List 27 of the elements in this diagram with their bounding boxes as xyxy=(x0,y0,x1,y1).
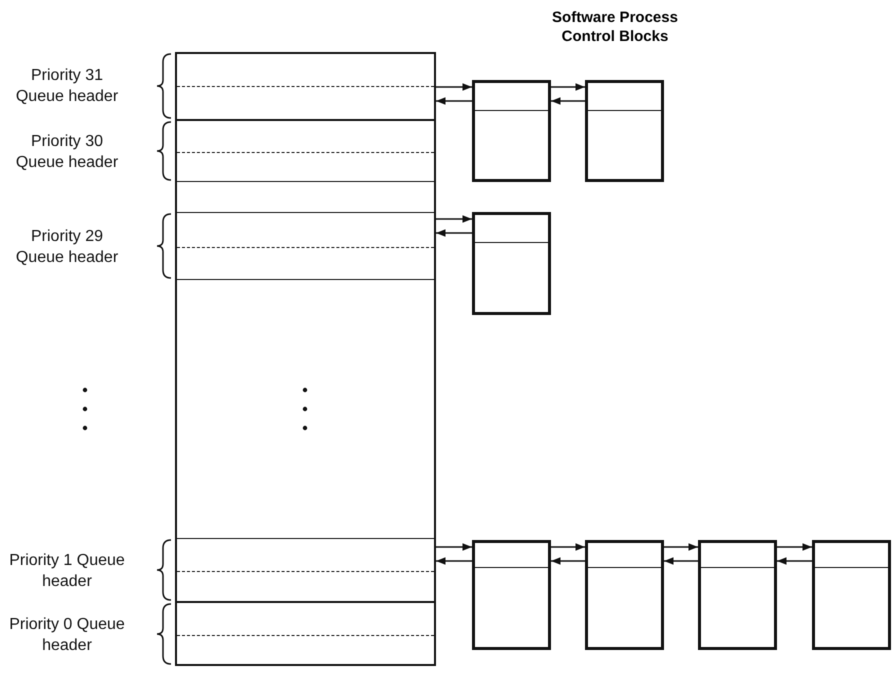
process-control-block xyxy=(472,212,551,315)
slot-label: Priority 29 Queue header xyxy=(14,227,120,268)
arrow xyxy=(436,543,472,551)
slot-label: Priority 30 Queue header xyxy=(14,132,120,173)
arrow xyxy=(436,97,472,105)
arrow xyxy=(664,557,698,565)
arrow xyxy=(777,543,812,551)
arrow xyxy=(551,557,585,565)
arrow xyxy=(551,543,585,551)
process-control-block xyxy=(585,80,664,182)
arrow xyxy=(777,557,812,565)
arrow xyxy=(664,543,698,551)
heading: Software Process Control Blocks xyxy=(551,8,679,46)
process-control-block xyxy=(812,540,891,650)
arrow xyxy=(436,229,472,237)
arrow xyxy=(436,215,472,223)
process-control-block xyxy=(472,540,551,650)
process-control-block xyxy=(585,540,664,650)
slot-label: Priority 0 Queue header xyxy=(8,615,126,656)
process-control-block xyxy=(698,540,777,650)
process-control-block xyxy=(472,80,551,182)
arrow xyxy=(436,557,472,565)
arrow xyxy=(551,83,585,91)
arrow xyxy=(551,97,585,105)
arrow xyxy=(436,83,472,91)
slot-label: Priority 1 Queue header xyxy=(8,551,126,592)
slot-label: Priority 31 Queue header xyxy=(14,66,120,107)
